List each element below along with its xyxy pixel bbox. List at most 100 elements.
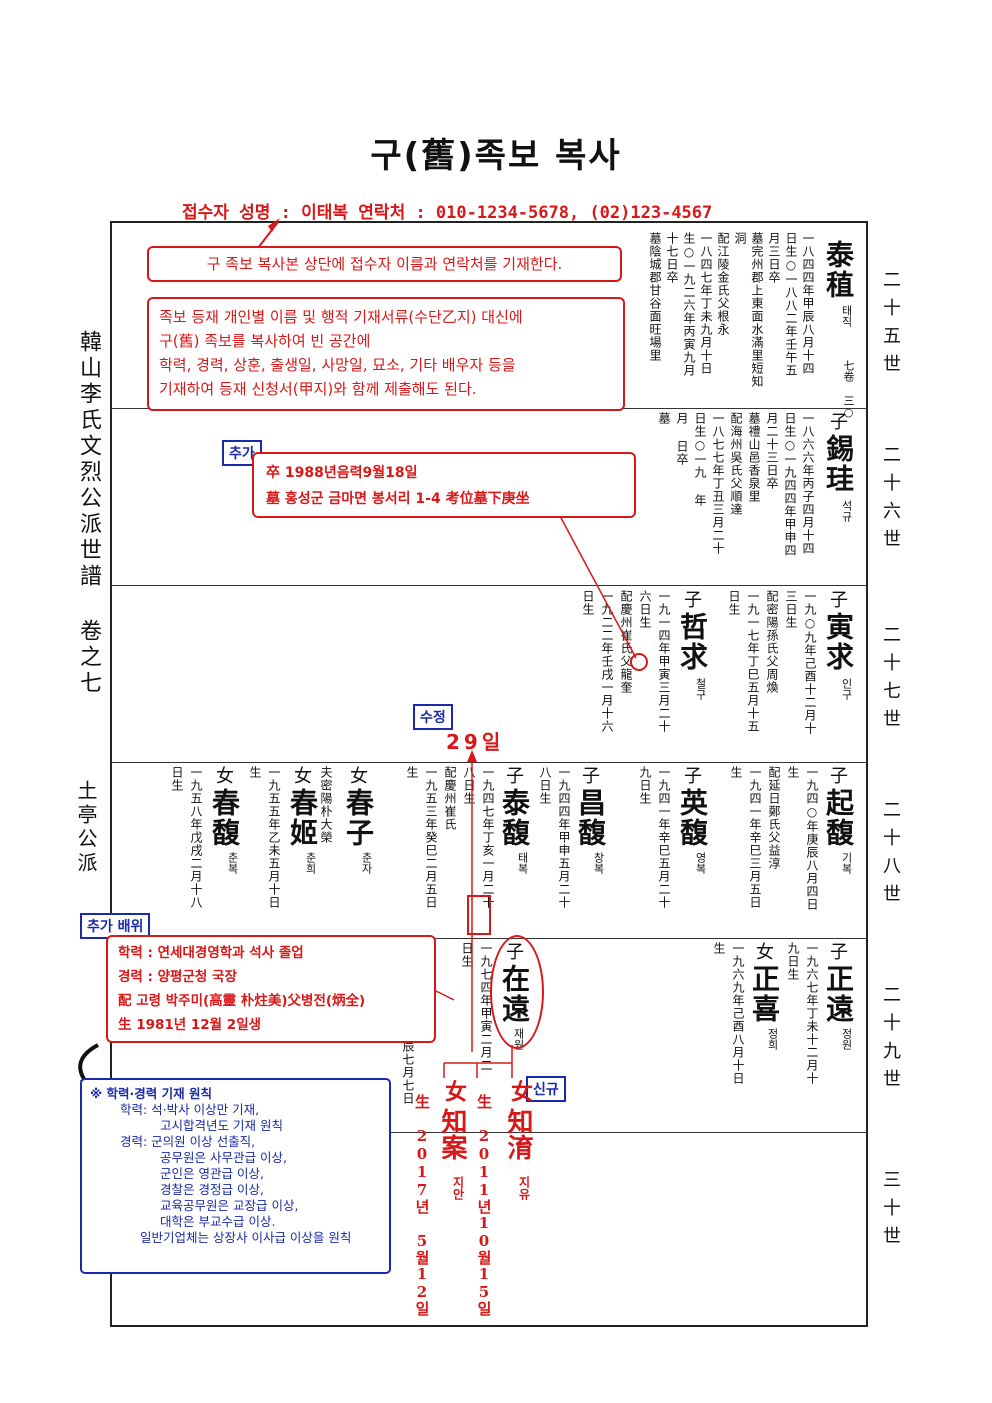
row-divider: [110, 762, 868, 763]
record-column: 三日生: [784, 590, 798, 629]
person-name: 春姬: [286, 788, 319, 848]
person-name: 泰馥: [498, 788, 531, 848]
record-column: 墓: [657, 412, 671, 425]
note-heading: ※ 학력·경력 기재 원칙: [90, 1086, 212, 1101]
record-column: 配海州吳氏父順達: [729, 412, 743, 516]
name-reading: 창복: [592, 852, 605, 874]
person-name: 春馥: [208, 788, 241, 848]
callout-line: 卒 1988년음력9월18일: [266, 465, 418, 481]
record-column: 一九五三年癸巳二月五日: [424, 766, 438, 909]
record-column: 墓陰城郡甘谷面旺場里: [648, 232, 662, 362]
add-spouse-tag: 추가 배위: [80, 913, 151, 939]
record-column: 八日生: [538, 766, 552, 805]
relation: 子: [503, 766, 524, 784]
note-line: 공무원은 사무관급 이상,: [160, 1150, 287, 1165]
record-text: 一九四一年辛巳五月二十 九日生: [630, 766, 672, 934]
record-text: 一九一四年甲寅三月二十 六日生 配慶州崔氏父龍奎 一九二二年壬戌一月十六 日生: [570, 590, 672, 760]
record-column: 一九四○年庚辰八月四日: [805, 766, 819, 911]
record-column: 生: [786, 766, 800, 779]
person-name: 正遠: [822, 964, 855, 1024]
generation-label: 二十八世: [880, 800, 901, 912]
fix-tag: 수정: [413, 704, 453, 730]
callout-line: 경력 : 양평군청 국장: [118, 969, 237, 985]
row-divider: [110, 585, 868, 586]
person-name: 正喜: [748, 964, 781, 1024]
record-column: 月三日卒: [767, 232, 781, 284]
record-column: 九日生: [786, 942, 800, 981]
row-divider: [110, 938, 868, 939]
note-line: 경력: 군의원 이상 선출직,: [120, 1134, 256, 1149]
record-text: 一九五八年戊戌二月十八 日生: [160, 766, 204, 934]
highlight-oval: [490, 935, 544, 1049]
callout-line: 족보 등재 개인별 이름 및 행적 기재서류(수단乙지) 대신에: [159, 308, 523, 326]
callout-line: 기재하여 등재 신청서(甲지)와 함께 제출해도 된다.: [159, 380, 477, 398]
note-line: 대학은 부교수급 이상.: [160, 1214, 276, 1229]
note-line: 학력: 석·박사 이상만 기재,: [120, 1102, 260, 1117]
name-reading: 인구: [840, 678, 853, 700]
insert-point-marker: [630, 653, 648, 671]
record-text: 一八四四年甲辰八月十四 日生○一八八二年壬午五 月三日卒 墓完州郡上東面水滿里短…: [626, 232, 816, 404]
record-text: 一九○九年己酉十二月十 三日生 配密陽孫氏父周煥 一九一七年丁巳五月十五 日生: [727, 590, 818, 760]
relation: 女: [347, 766, 368, 784]
record-column: 生: [729, 766, 743, 779]
name-reading: 정원: [840, 1028, 853, 1050]
record-column: 生: [248, 766, 262, 779]
relation: 子: [579, 766, 600, 784]
genealogy-table: [110, 221, 868, 1327]
relation: 子: [681, 766, 702, 784]
person-name: 英馥: [676, 788, 709, 848]
record-column: 日生: [581, 590, 595, 616]
record-column: 一九二二年壬戌一月十六: [600, 590, 614, 733]
name-reading: 춘희: [304, 852, 317, 874]
record-column: 一九一七年丁巳五月十五: [746, 590, 760, 733]
relation: 子: [827, 942, 848, 960]
record-column: 一九六九年己酉八月十日: [731, 942, 745, 1085]
callout-spouse-record: 학력 : 연세대경영학과 석사 졸업 경력 : 양평군청 국장 配 고령 박주미…: [106, 935, 436, 1043]
record-column: 一九四一年辛巳五月二十: [657, 766, 671, 909]
note-line: 군인은 영관급 이상,: [160, 1166, 264, 1181]
note-box: ※ 학력·경력 기재 원칙 학력: 석·박사 이상만 기재, 고시합격년도 기재…: [80, 1078, 391, 1274]
record-column: 一九六七年丁未十二月十: [805, 942, 819, 1085]
new-person-name: 知淯: [503, 1108, 533, 1160]
record-column: 六日生: [638, 590, 652, 629]
name-reading: 기복: [840, 852, 853, 874]
record-column: 日生○一九 年: [693, 412, 707, 507]
person-name: 寅求: [822, 612, 855, 672]
person-name: 春子: [342, 788, 375, 848]
name-reading: 철구: [694, 678, 707, 700]
record-column: 一九四四年甲申五月二十: [557, 766, 571, 909]
record-column: 一九四七年丁亥一月二十: [481, 766, 495, 909]
generation-label: 二十七世: [880, 625, 901, 737]
record-column: 配江陵金氏父根永: [716, 232, 730, 336]
record-column: 配慶州崔氏: [443, 766, 457, 831]
record-column: 一九○九年己酉十二月十: [803, 590, 817, 735]
record-column: 十七日卒: [665, 232, 679, 284]
relation: 子: [827, 590, 848, 608]
relation: 子: [827, 412, 848, 430]
record-column: 日生: [170, 766, 184, 792]
record-column: 配延日鄭氏父益淳: [767, 766, 781, 870]
new-birth-date: 生 2011년10월15일: [475, 1094, 493, 1316]
record-column: 日生: [727, 590, 741, 616]
record-column: 一九七四年甲寅二月二: [479, 942, 493, 1072]
fix-value: 29일: [446, 730, 505, 754]
volume-ref: 七卷 三○: [842, 360, 855, 419]
record-column: 生○一九二六年丙寅九月: [682, 232, 696, 377]
callout-contact-instruction: 구 족보 복사본 상단에 접수자 이름과 연락처를 기재한다.: [147, 246, 622, 282]
person-name: 泰稙: [822, 240, 855, 300]
record-text: 一九六七年丁未十二月十 九日生: [780, 942, 820, 1112]
record-column: 一九四一年辛巳三月五日: [748, 766, 762, 909]
book-title: 韓山李氏文烈公派世譜 卷之七: [76, 330, 101, 697]
person-name: 昌馥: [574, 788, 607, 848]
callout-line: 配 고령 박주미(高靈 朴炷美)父병전(炳全): [118, 993, 366, 1009]
callout-line: 生 1981년 12월 2일생: [118, 1017, 262, 1033]
new-person-name: 知案: [437, 1108, 467, 1160]
contact-line: 접수자 성명 : 이태복 연락처 : 010-1234-5678, (02)12…: [182, 203, 713, 223]
note-line: 일반기업체는 상장사 이사급 이상을 원칙: [140, 1230, 352, 1245]
record-text: 一九七四年甲寅二月二 日生: [454, 942, 494, 1092]
record-text: 一九四○年庚辰八月四日 生 配延日鄭氏父益淳 一九四一年辛巳三月五日 生: [729, 766, 820, 934]
name-reading: 영복: [694, 852, 707, 874]
record-column: 墓完州郡上東面水滿里短知: [750, 232, 764, 388]
record-column: 一八六六年丙子四月十四: [801, 412, 815, 555]
generation-label: 二十六世: [880, 445, 901, 557]
